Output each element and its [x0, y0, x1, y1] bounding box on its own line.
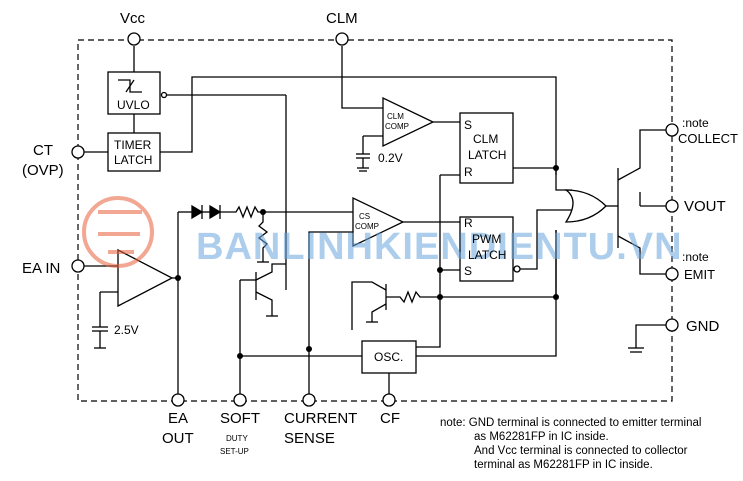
note-line-4: terminal as M62281FP in IC inside.	[474, 459, 653, 471]
clm-latch-block	[459, 112, 514, 184]
clm-comp-label-1: CLM	[387, 112, 404, 121]
gnd-pin	[665, 318, 679, 332]
clm-latch-label-2: LATCH	[468, 148, 507, 162]
pwm-latch-label-1: PWM	[472, 232, 502, 246]
ct-pin	[71, 145, 85, 159]
note-emit-label: :note	[682, 250, 709, 264]
or-gate	[563, 189, 607, 223]
vcc-pin	[127, 32, 141, 46]
pwm-latch-block	[459, 216, 514, 282]
current-label-1: CURRENT	[284, 410, 358, 427]
collect-label: COLLECT	[678, 131, 738, 146]
osc-label: OSC.	[374, 350, 404, 364]
ea-out-pin	[171, 393, 185, 407]
note-line-1: note: GND terminal is connected to emitt…	[440, 417, 702, 429]
clm-latch-r-label: R	[464, 165, 473, 179]
ea-out-label-1: EA	[168, 410, 189, 427]
note-collect-label: :note	[682, 116, 709, 130]
vout-pin	[665, 199, 679, 213]
vout-label: VOUT	[684, 198, 726, 215]
timer-label-2: LATCH	[114, 153, 153, 167]
collect-pin	[665, 123, 679, 137]
clm-pin	[335, 32, 349, 46]
ea-in-pin	[71, 259, 85, 273]
ic-boundary	[77, 39, 673, 402]
ovp-label: (OVP)	[22, 162, 64, 179]
soft-label: SOFT	[220, 410, 260, 427]
clm-comparator	[382, 96, 435, 148]
cs-comp-label-1: CS	[359, 212, 371, 221]
soft-pin	[233, 393, 247, 407]
cs-comp-label-2: COMP	[355, 222, 379, 231]
pwm-latch-s-label: S	[464, 264, 473, 278]
ref-02-label: 0.2V	[378, 151, 403, 165]
emit-label: EMIT	[684, 267, 716, 282]
cf-label: CF	[380, 410, 400, 427]
ct-label: CT	[33, 142, 53, 159]
ea-out-label-2: OUT	[162, 430, 194, 447]
ref-25-label: 2.5V	[114, 323, 139, 337]
emit-pin	[665, 267, 679, 281]
setup-label: SET-UP	[220, 447, 249, 456]
pwm-latch-label-2: LATCH	[468, 248, 507, 262]
cs-comparator	[352, 196, 405, 248]
clm-latch-label-1: CLM	[473, 132, 499, 146]
note-line-2: as M62281FP in IC inside.	[474, 431, 609, 443]
watermark-logo-icon	[82, 196, 154, 268]
watermark-text: BANLINHKIENDIENTU.VN	[196, 226, 683, 268]
current-sense-pin	[302, 393, 316, 407]
pwm-latch-r-label: R	[464, 216, 473, 230]
cf-pin	[382, 393, 396, 407]
error-amplifier	[117, 248, 174, 308]
vcc-label: Vcc	[120, 10, 146, 27]
current-label-2: SENSE	[284, 430, 335, 447]
clm-label: CLM	[326, 10, 358, 27]
clm-latch-s-label: S	[464, 118, 473, 132]
note-line-3: And Vcc terminal is connected to collect…	[474, 445, 688, 457]
ea-in-label: EA IN	[22, 260, 61, 277]
timer-label-1: TIMER	[114, 138, 152, 152]
uvlo-label: UVLO	[117, 98, 150, 112]
clm-comp-label-2: COMP	[385, 122, 409, 131]
duty-label: DUTY	[226, 434, 248, 443]
gnd-label: GND	[686, 318, 720, 335]
